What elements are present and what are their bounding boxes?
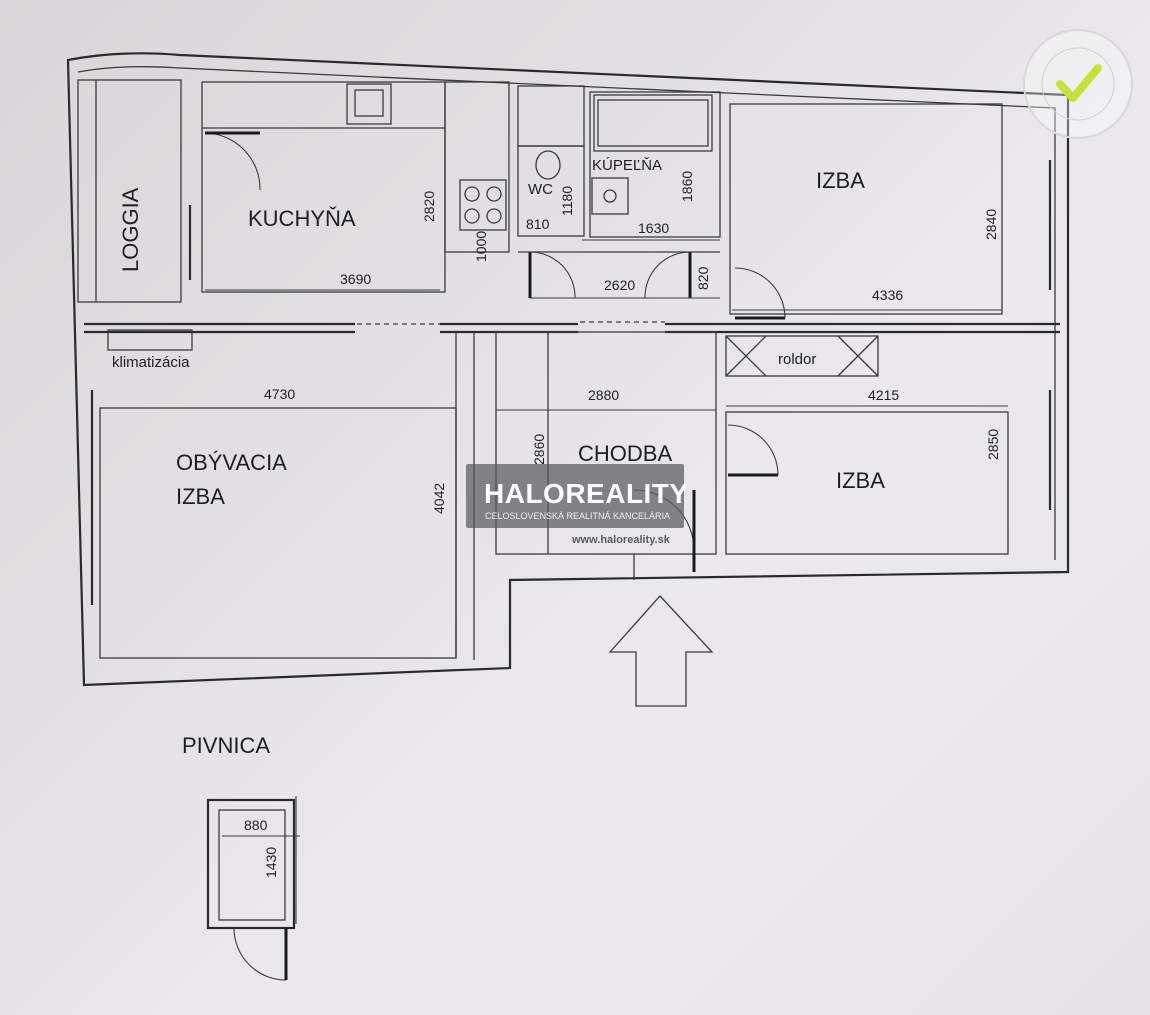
- dim-bedroom-bottom-height: 2850: [985, 429, 1001, 460]
- cellar-label: PIVNICA: [182, 733, 270, 758]
- living-room: [90, 332, 475, 660]
- living-room-label-line2: IZBA: [176, 484, 225, 509]
- dim-corridor-height: 820: [695, 266, 711, 290]
- living-room-label-line1: OBÝVACIA: [176, 450, 287, 475]
- wc-bathroom: [517, 85, 721, 241]
- hallway-label: CHODBA: [578, 441, 672, 466]
- dim-hallway-width: 2880: [588, 387, 619, 403]
- dim-cellar-height: 1430: [263, 847, 279, 878]
- watermark-tagline: CELOSLOVENSKÁ REALITNÁ KANCELÁRIA: [485, 511, 671, 521]
- bedroom-bottom-label: IZBA: [836, 468, 885, 493]
- dim-living-height: 4042: [431, 483, 447, 514]
- dim-bedroom-top-height: 2840: [983, 209, 999, 240]
- kitchen-label: KUCHYŇA: [248, 206, 356, 231]
- outer-walls: [66, 52, 1070, 687]
- bathroom-label: KÚPEĽŇA: [592, 157, 662, 174]
- checkmark-icon: [1056, 64, 1102, 102]
- dim-wc-width: 810: [526, 216, 550, 232]
- dim-cellar-width: 880: [244, 817, 268, 833]
- dim-bathroom-width: 1630: [638, 220, 669, 236]
- dim-kitchen-height: 2820: [421, 191, 437, 222]
- dim-corridor-width: 2620: [604, 277, 635, 293]
- cellar: [206, 796, 300, 981]
- kitchen: [201, 81, 446, 293]
- bedroom-top-label: IZBA: [816, 168, 865, 193]
- watermark-box: [466, 464, 684, 528]
- storage-closet: [725, 335, 879, 377]
- dim-kitchen-width: 3690: [340, 271, 371, 287]
- dim-bedroom-bottom-width: 4215: [868, 387, 899, 403]
- loggia-label: LOGGIA: [118, 187, 143, 272]
- stove: [444, 81, 510, 253]
- verified-seal-icon: [1023, 29, 1133, 139]
- dim-bathroom-height: 1860: [679, 171, 695, 202]
- dim-living-width: 4730: [264, 386, 295, 402]
- dim-bedroom-top-width: 4336: [872, 287, 903, 303]
- dim-pantry-width: 1000: [473, 231, 489, 262]
- dim-hallway-height: 2860: [531, 434, 547, 465]
- wc-label: WC: [528, 181, 553, 198]
- ac-label: klimatizácia: [112, 354, 190, 371]
- storage-label: roldor: [778, 351, 816, 368]
- loggia: [77, 79, 192, 303]
- entrance-arrow-icon: [608, 595, 714, 707]
- central-wall: [84, 321, 1060, 351]
- dim-wc-height: 1180: [559, 186, 575, 216]
- watermark-url: www.haloreality.sk: [572, 534, 670, 546]
- corridor: [518, 251, 720, 299]
- bedroom-bottom: [725, 390, 1052, 555]
- bedroom-top: [729, 103, 1052, 320]
- watermark-brand: HALOREALITY: [484, 478, 689, 509]
